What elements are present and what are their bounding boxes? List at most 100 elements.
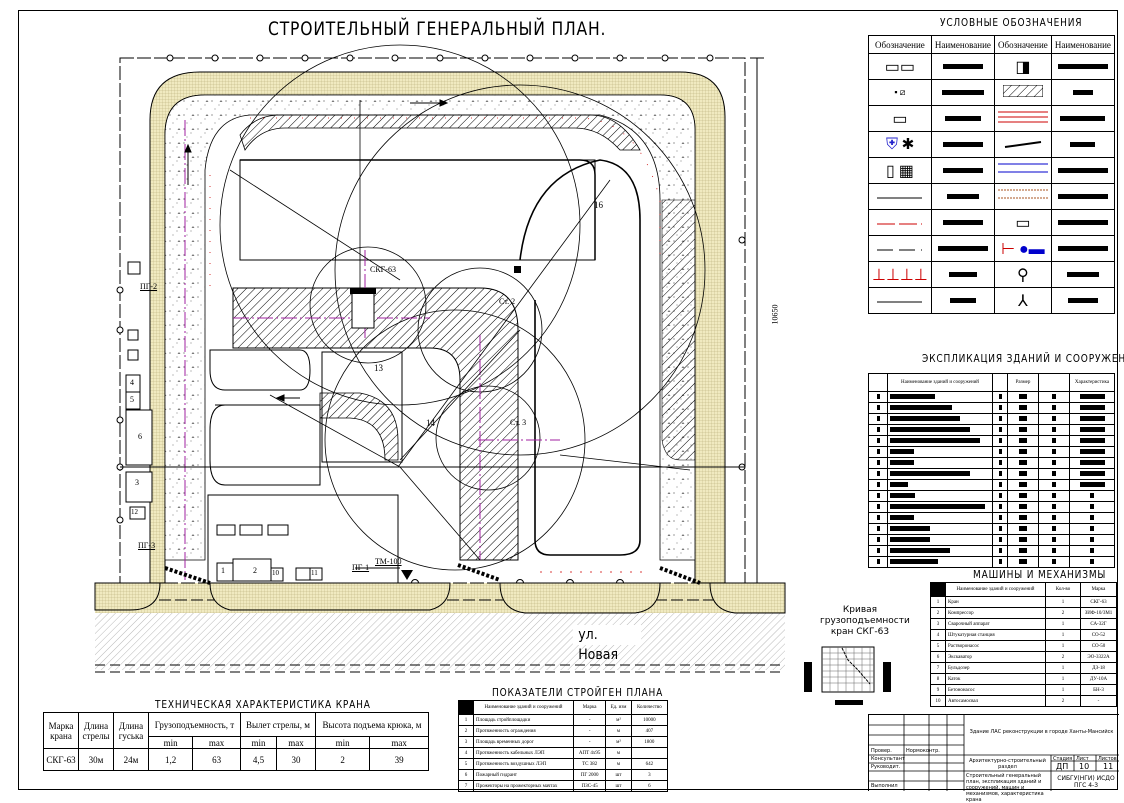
machines-title: МАШИНЫ И МЕХАНИЗМЫ — [973, 568, 1107, 581]
explication-row — [868, 424, 1115, 436]
machine-n: 2 — [930, 607, 946, 619]
capacity-min-header: min — [147, 736, 194, 749]
machine-mark: ЭО-3322А — [1080, 651, 1117, 663]
explication-title: ЭКСПЛИКАЦИЯ ЗДАНИЙ И СООРУЖЕНИЙ — [922, 352, 1124, 365]
indicator-name: Протяженность кабельных ЛЭП — [473, 747, 574, 759]
machine-name: Бульдозер — [945, 662, 1046, 674]
stage-value: ДП — [1056, 762, 1069, 771]
crane-mark: СКГ-63 — [43, 748, 79, 771]
capacity-max-header: max — [192, 736, 241, 749]
legend-row: ▪ ⧄ — [868, 79, 1116, 106]
transformer-symbol — [401, 570, 413, 580]
explication-row — [868, 479, 1115, 491]
legend-row: ▭▭◨ — [868, 53, 1116, 80]
street-label: ул. Новая — [572, 625, 642, 663]
reach-max-header: max — [276, 736, 316, 749]
building-10-label: 10 — [272, 569, 279, 577]
machine-qty: 1 — [1045, 662, 1081, 674]
indicator-name: Площадь временных дорог — [473, 736, 574, 748]
indicator-n: 3 — [458, 736, 474, 748]
crane-reach-circles — [219, 44, 706, 571]
indicator-mark: ПГ 2000 — [572, 769, 607, 781]
legend-header-name-2: Наименование — [1050, 35, 1116, 54]
explication-row — [868, 391, 1115, 403]
indicator-unit: м — [605, 758, 632, 770]
indicator-mark: ПЗС-45 — [572, 780, 607, 792]
crane-height-max: 39 — [369, 748, 429, 771]
machine-mark: ДУ-10А — [1080, 673, 1117, 685]
indicator-unit: шт — [605, 780, 632, 792]
legend-row: ▭ — [868, 105, 1116, 132]
explication-header-size: Размер — [1007, 373, 1039, 392]
indicator-mark: - — [572, 725, 607, 737]
machine-qty: 1 — [1045, 629, 1081, 641]
sheets-label: Листов — [1098, 756, 1117, 762]
crane-height-min: 2 — [314, 748, 371, 771]
role-author: Выполнил — [871, 783, 898, 789]
indicators-header-unit: Ед. изм — [605, 700, 632, 715]
indicator-n: 2 — [458, 725, 474, 737]
sheets-value: 11 — [1103, 762, 1114, 771]
stop-3-label: Ст. 3 — [510, 418, 527, 427]
machine-qty: 1 — [1045, 673, 1081, 685]
machine-n: 1 — [930, 596, 946, 608]
hydrant-3-label: ПГ-3 — [138, 541, 156, 550]
crane-specs-table: Марка крана Длина стрелы Длина гуська Гр… — [43, 712, 430, 771]
indicator-qty: 1800 — [630, 736, 669, 748]
machine-name: Сварочный аппарат — [945, 618, 1046, 630]
machine-n: 3 — [930, 618, 946, 630]
legend-row: ▭ — [868, 209, 1116, 236]
indicator-n: 6 — [458, 769, 474, 781]
building-3-label: 3 — [135, 478, 139, 487]
crane-boom: 30м — [78, 748, 114, 771]
machine-n: 7 — [930, 662, 946, 674]
explication-row — [868, 468, 1115, 480]
legend-row: ⅄ — [868, 287, 1116, 314]
machine-n: 10 — [930, 695, 946, 707]
load-curve-title: Кривая грузоподъемности кран СКГ-63 — [820, 605, 910, 637]
legend-row: ⊥⊥⊥⊥⚲ — [868, 261, 1116, 288]
machines-header-num — [930, 582, 946, 597]
indicators-header-mark: Марка — [572, 700, 607, 715]
indicator-mark: - — [572, 714, 607, 726]
building-12-label: 12 — [131, 508, 138, 516]
explication-row — [868, 534, 1115, 546]
crane-capacity-max: 63 — [192, 748, 241, 771]
building-11-label: 11 — [311, 569, 318, 577]
machine-n: 5 — [930, 640, 946, 652]
explication-rows — [868, 391, 1115, 568]
crane-specs-row: СКГ-63 30м 24м 1,2 63 4,5 30 2 39 — [43, 748, 429, 771]
building-2-label: 2 — [253, 566, 257, 575]
indicator-name: Протяженность воздушных ЛЭП — [473, 758, 574, 770]
legend-header-symbol-2: Обозначение — [993, 35, 1052, 54]
machine-name: Бетононасос — [945, 684, 1046, 696]
machine-name: Компрессор — [945, 607, 1046, 619]
height-min-header: min — [314, 736, 371, 749]
machine-n: 6 — [930, 651, 946, 663]
indicator-qty: 3 — [630, 769, 669, 781]
machine-n: 8 — [930, 673, 946, 685]
indicator-name: Площадь стройплощадки — [473, 714, 574, 726]
legend-row — [868, 183, 1116, 210]
machines-table: Наименование зданий и сооружений Кол-во … — [930, 582, 1117, 707]
machine-n: 4 — [930, 629, 946, 641]
crane-header-boom: Длина стрелы — [78, 712, 114, 749]
legend-header-symbol-1: Обозначение — [868, 35, 932, 54]
height-max-header: max — [369, 736, 429, 749]
role-checker: Провер. — [871, 748, 892, 754]
machines-header-name: Наименование зданий и сооружений — [945, 582, 1046, 597]
explication-row — [868, 556, 1115, 568]
building-6-label: 6 — [138, 432, 142, 441]
crane-track — [232, 287, 519, 561]
role-consultant: Консультант — [871, 756, 905, 762]
machine-mark: БН-3 — [1080, 684, 1117, 696]
legend-table: Обозначение Наименование Обозначение Наи… — [868, 35, 1116, 314]
building-5-label: 5 — [130, 395, 134, 404]
